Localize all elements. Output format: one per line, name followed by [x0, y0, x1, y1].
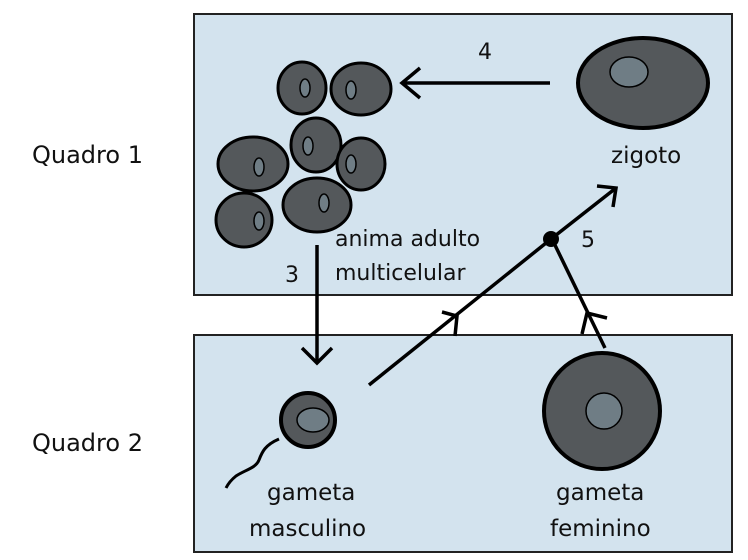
- quadro-1-label: Quadro 1: [32, 141, 143, 169]
- arrow-step-4: [399, 66, 550, 100]
- cell: [214, 191, 274, 249]
- cell: [216, 135, 290, 193]
- fertilization-point: [543, 231, 559, 247]
- multicellular-adult-cluster: [214, 60, 393, 249]
- adult-label-line1: anima adulto: [335, 227, 480, 252]
- female-gamete-label-line2: feminino: [550, 516, 651, 542]
- step-4-label: 4: [478, 40, 492, 65]
- male-gamete-cell: [224, 391, 337, 489]
- arrow-step-3: [300, 245, 334, 366]
- female-gamete-label-line1: gameta: [556, 480, 644, 506]
- adult-label-line2: multicelular: [335, 261, 467, 286]
- male-gamete-label-line1: gameta: [267, 480, 355, 506]
- cell: [289, 116, 343, 174]
- arrow-step-5: [367, 184, 619, 387]
- zygote-cell: [576, 36, 710, 130]
- zygote-label: zigoto: [611, 143, 681, 169]
- quadro-2-label: Quadro 2: [32, 429, 143, 457]
- cell: [276, 60, 328, 116]
- step-5-label: 5: [581, 228, 595, 253]
- cell: [281, 176, 353, 234]
- female-gamete-cell: [542, 351, 662, 471]
- cell: [335, 136, 387, 192]
- cell: [329, 61, 393, 117]
- step-3-label: 3: [285, 263, 299, 288]
- male-gamete-label-line2: masculino: [249, 516, 366, 542]
